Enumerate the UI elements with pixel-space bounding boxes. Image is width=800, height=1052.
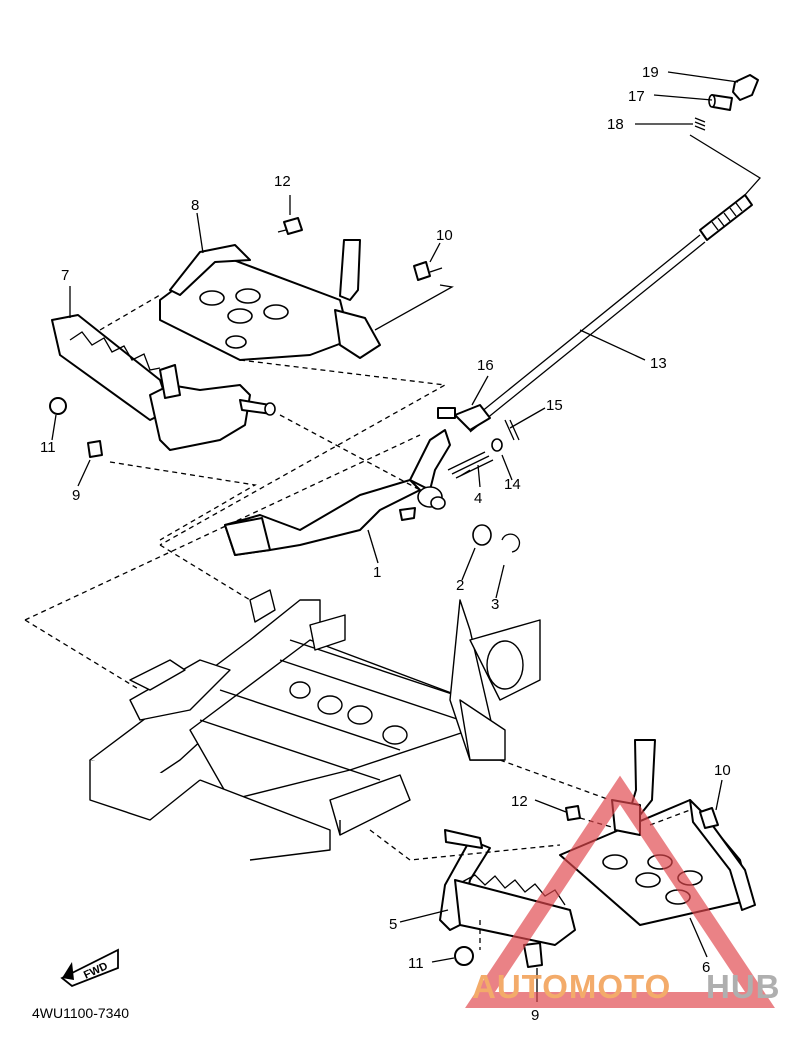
brake-rod [454,194,753,433]
callout-1: 1 [373,564,381,581]
callout-14: 14 [504,476,521,493]
callout-11: 11 [40,439,56,456]
fasteners [49,74,759,968]
watermark-part2: HUB [706,968,781,1005]
callout-2: 2 [456,577,464,594]
bolt-9b [523,942,543,968]
nut-11b [454,946,474,966]
watermark-part1: AUTOMOTO [472,968,671,1005]
callout-12b: 12 [511,793,528,810]
callout-6: 6 [702,959,710,976]
callout-8: 8 [191,197,199,214]
return-spring-4 [447,451,494,479]
callout-9b: 9 [531,1007,539,1024]
watermark-logo: AUTOMOTO HUB [465,775,781,1008]
callout-18: 18 [607,116,624,133]
callout-13: 13 [650,355,667,372]
callout-3: 3 [491,596,499,613]
bolt-12b [565,805,581,821]
forward-arrow-icon: FWD [60,948,119,988]
left-footrest-guard [159,239,381,361]
callout-labels: 19 17 18 12 8 10 7 16 15 13 11 9 4 14 1 … [40,64,731,1024]
bolt-9a [87,440,103,458]
fwd-label: FWD [82,960,110,981]
diagram-code: 4WU1100-7340 [32,1005,129,1021]
leader-lines [24,71,762,1002]
watermark-triangle-icon [465,775,775,1008]
callout-15: 15 [546,397,563,414]
callout-11b: 11 [408,955,424,972]
circlip-3 [501,533,521,553]
callout-4: 4 [474,490,482,507]
bolt-10a [413,261,431,281]
washer-14 [491,438,503,452]
washer-2 [472,524,492,546]
left-footrest-peg [51,314,276,451]
adjusting-nut-19 [732,74,759,101]
callout-12: 12 [274,173,291,190]
brake-pedal [224,429,451,556]
callout-5: 5 [389,916,397,933]
callout-19: 19 [642,64,659,81]
bolt-10b [699,807,719,829]
callout-7: 7 [61,267,69,284]
frame-assembly [89,589,541,861]
callout-17: 17 [628,88,645,105]
cotter-pin-15 [504,419,520,441]
nut-11a [49,397,67,415]
callout-9: 9 [72,487,80,504]
pin-16 [437,407,456,419]
callout-10b: 10 [714,762,731,779]
bolt-12a [283,217,303,235]
callout-10: 10 [436,227,453,244]
callout-16: 16 [477,357,494,374]
spring-18 [694,117,706,131]
